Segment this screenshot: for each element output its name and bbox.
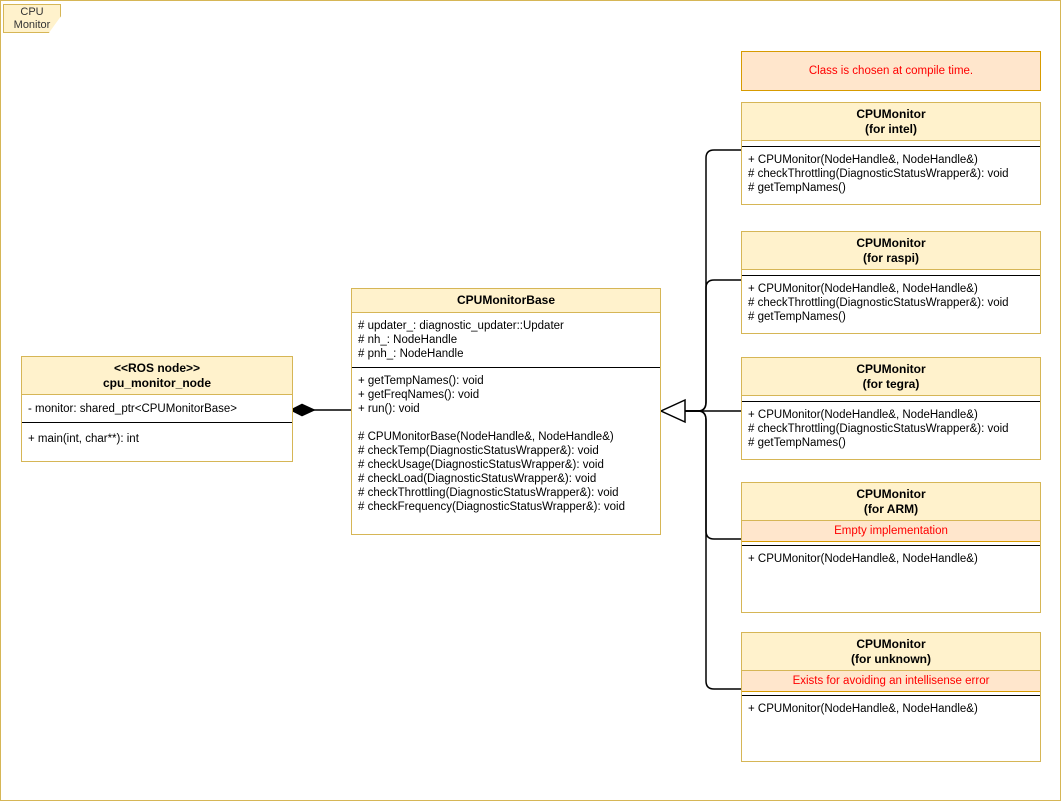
class-methods: + CPUMonitor(NodeHandle&, NodeHandle&) [742, 546, 1040, 612]
class-cpu-monitor-raspi[interactable]: CPUMonitor (for raspi) + CPUMonitor(Node… [741, 231, 1041, 334]
class-cpu-monitor-tegra[interactable]: CPUMonitor (for tegra) + CPUMonitor(Node… [741, 357, 1041, 460]
class-methods: + CPUMonitor(NodeHandle&, NodeHandle&) # … [742, 147, 1040, 204]
generalization-edge-arm[interactable] [685, 410, 741, 540]
method-line: # checkThrottling(DiagnosticStatusWrappe… [748, 423, 1009, 435]
class-cpu-monitor-unknown[interactable]: CPUMonitor (for unknown) Exists for avoi… [741, 632, 1041, 762]
class-header: CPUMonitor (for unknown) [742, 633, 1040, 671]
method-line: + getTempNames(): void [358, 374, 484, 387]
method-line: + CPUMonitor(NodeHandle&, NodeHandle&) [748, 703, 978, 715]
method-line: + CPUMonitor(NodeHandle&, NodeHandle&) [748, 283, 978, 295]
page-tab[interactable]: CPU Monitor [3, 4, 61, 33]
compile-time-note-text: Class is chosen at compile time. [808, 65, 974, 77]
compile-time-note[interactable]: Class is chosen at compile time. [741, 51, 1041, 91]
method-line: # checkLoad(DiagnosticStatusWrapper&): v… [358, 472, 597, 485]
method-line: + main(int, char**): int [28, 433, 139, 445]
class-methods: + CPUMonitor(NodeHandle&, NodeHandle&) # … [742, 276, 1040, 333]
page-tab-label: CPU Monitor [13, 6, 51, 31]
class-cpu-monitor-arm[interactable]: CPUMonitor (for ARM) Empty implementatio… [741, 482, 1041, 613]
class-qualifier: (for ARM) [863, 501, 919, 516]
class-header: CPUMonitorBase [352, 289, 660, 313]
class-qualifier: (for intel) [865, 121, 917, 136]
class-header: CPUMonitor (for raspi) [742, 232, 1040, 270]
class-cpu-monitor-base[interactable]: CPUMonitorBase # updater_: diagnostic_up… [351, 288, 661, 535]
generalization-edge-unknown[interactable] [685, 410, 741, 690]
class-methods: + CPUMonitor(NodeHandle&, NodeHandle&) # … [742, 402, 1040, 459]
attribute-line: # nh_: NodeHandle [358, 333, 458, 346]
method-line: # checkThrottling(DiagnosticStatusWrappe… [748, 168, 1009, 180]
method-line: + getFreqNames(): void [358, 388, 480, 401]
generalization-edge-raspi[interactable] [685, 279, 741, 412]
method-line: # CPUMonitorBase(NodeHandle&, NodeHandle… [358, 430, 614, 443]
class-qualifier: (for raspi) [862, 250, 919, 265]
class-attributes-empty [742, 396, 1040, 402]
class-header: CPUMonitor (for tegra) [742, 358, 1040, 396]
method-line: + CPUMonitor(NodeHandle&, NodeHandle&) [748, 154, 978, 166]
class-header: CPUMonitor (for ARM) [742, 483, 1040, 521]
class-name: CPUMonitor [856, 236, 926, 250]
method-line: # getTempNames() [748, 311, 846, 323]
class-attributes: - monitor: shared_ptr<CPUMonitorBase> [22, 395, 292, 423]
class-attributes-empty [742, 542, 1040, 546]
attribute-line: # updater_: diagnostic_updater::Updater [358, 319, 564, 332]
class-name: CPUMonitor [856, 487, 926, 501]
class-header: CPUMonitor (for intel) [742, 103, 1040, 141]
class-name: cpu_monitor_node [102, 375, 211, 390]
method-line: + run(): void [358, 402, 420, 415]
method-line: # checkThrottling(DiagnosticStatusWrappe… [358, 486, 619, 499]
class-name: CPUMonitor [856, 107, 926, 121]
class-name: CPUMonitorBase [456, 293, 555, 307]
class-qualifier: (for unknown) [851, 651, 931, 666]
class-qualifier: (for tegra) [862, 376, 920, 391]
class-attributes-empty [742, 141, 1040, 147]
class-cpu-monitor-node[interactable]: <<ROS node>> cpu_monitor_node - monitor:… [21, 356, 293, 462]
class-note-band: Empty implementation [742, 521, 1040, 542]
class-note-band: Exists for avoiding an intellisense erro… [742, 671, 1040, 692]
class-header: <<ROS node>> cpu_monitor_node [22, 357, 292, 395]
class-methods: + main(int, char**): int [22, 423, 292, 461]
class-stereotype: <<ROS node>> [113, 361, 201, 375]
class-cpu-monitor-intel[interactable]: CPUMonitor (for intel) + CPUMonitor(Node… [741, 102, 1041, 205]
method-line: # checkThrottling(DiagnosticStatusWrappe… [748, 297, 1009, 309]
method-line: # getTempNames() [748, 182, 846, 194]
class-attributes: # updater_: diagnostic_updater::Updater#… [352, 313, 660, 368]
method-line: # getTempNames() [748, 437, 846, 449]
generalization-triangle-icon [659, 398, 686, 424]
method-line: # checkUsage(DiagnosticStatusWrapper&): … [358, 458, 604, 471]
method-line [358, 416, 654, 430]
class-attributes-empty [742, 270, 1040, 276]
attribute-line: # pnh_: NodeHandle [358, 347, 464, 360]
composition-diamond-icon [289, 403, 316, 417]
attribute-line: - monitor: shared_ptr<CPUMonitorBase> [28, 403, 238, 415]
method-line: # checkFrequency(DiagnosticStatusWrapper… [358, 500, 625, 513]
method-line: + CPUMonitor(NodeHandle&, NodeHandle&) [748, 409, 978, 421]
method-line: + CPUMonitor(NodeHandle&, NodeHandle&) [748, 553, 978, 565]
class-attributes-empty [742, 692, 1040, 696]
method-line: # checkTemp(DiagnosticStatusWrapper&): v… [358, 444, 599, 457]
class-methods: + getTempNames(): void+ getFreqNames(): … [352, 368, 660, 535]
class-name: CPUMonitor [856, 637, 926, 651]
class-name: CPUMonitor [856, 362, 926, 376]
class-methods: + CPUMonitor(NodeHandle&, NodeHandle&) [742, 696, 1040, 761]
